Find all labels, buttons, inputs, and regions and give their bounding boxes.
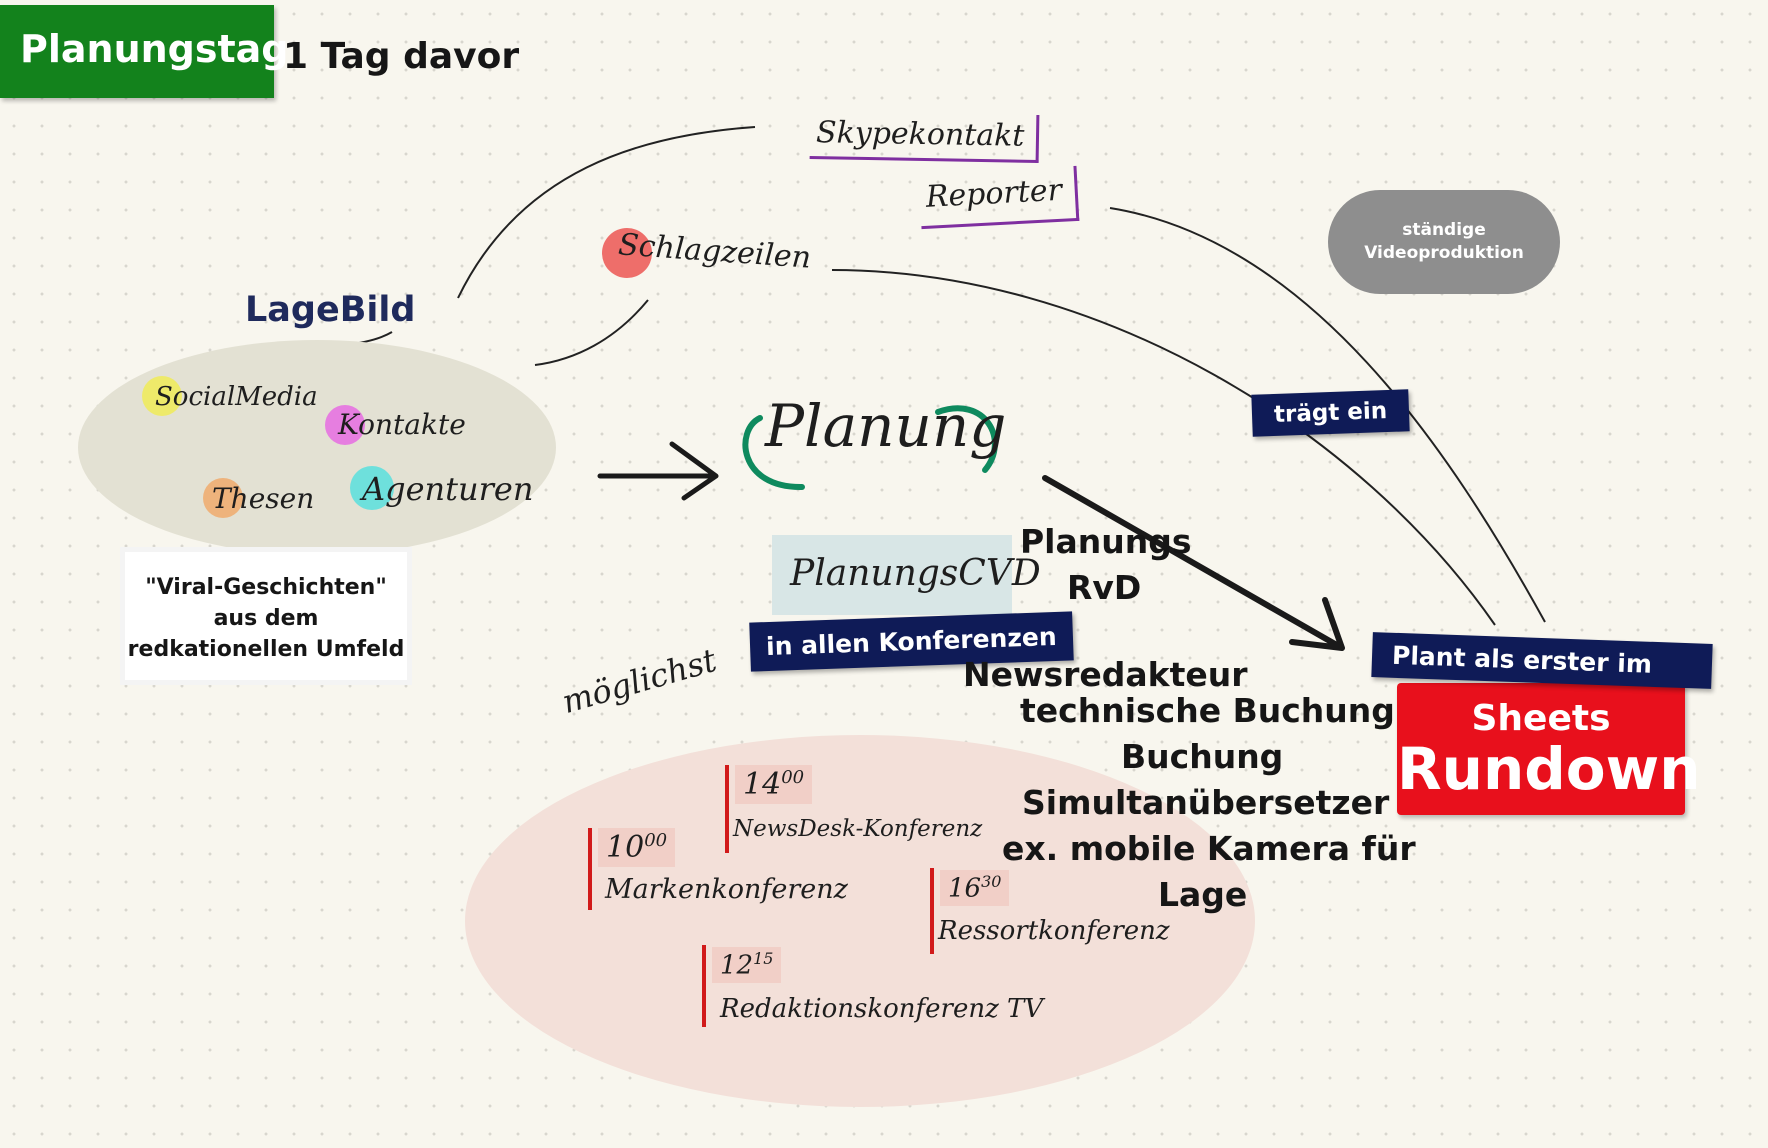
- thesen-label: Thesen: [212, 482, 315, 515]
- conference-time: 1000: [598, 828, 676, 867]
- curve-reporter-to-rundown: [1109, 207, 1546, 623]
- kontakte-dot: [325, 405, 365, 445]
- planungs-cvd-box: [772, 535, 1012, 615]
- subtitle: 1 Tag davor: [283, 36, 520, 77]
- viral-line-1: "Viral-Geschichten": [145, 575, 387, 600]
- lagebild-title: LageBild: [245, 290, 416, 330]
- thesen-dot: [203, 478, 243, 518]
- bracket-right: [935, 405, 998, 473]
- time-hours: 12: [720, 950, 754, 981]
- schlagzeilen-dot: [602, 228, 652, 278]
- conference-bar: [930, 868, 934, 954]
- curve-skype-to-lagebild: [457, 126, 756, 299]
- conference-time: 1400: [735, 765, 813, 804]
- arrow-lagebild-to-planung: [597, 441, 719, 501]
- konferenzen-area: [465, 735, 1255, 1107]
- task-simultanuebersetzer: Simultanübersetzer: [1022, 783, 1390, 822]
- skypekontakt-label: Skypekontakt: [815, 115, 1025, 154]
- reporter-box: Reporter: [918, 165, 1080, 230]
- task-newsredakteur: Newsredakteur: [963, 655, 1248, 694]
- conference-bar: [725, 765, 729, 853]
- time-minutes: 30: [981, 872, 1002, 891]
- viral-geschichten-box: "Viral-Geschichten" aus dem redkationell…: [120, 547, 412, 685]
- conference-time: 1630: [940, 870, 1010, 906]
- skypekontakt-box: Skypekontakt: [809, 111, 1040, 163]
- time-hours: 14: [743, 767, 782, 802]
- conference-time: 1215: [712, 947, 782, 983]
- conference-label: NewsDesk-Konferenz: [733, 816, 983, 842]
- socialmedia-label: SocialMedia: [155, 382, 318, 412]
- videoproduktion-pill: ständige Videoproduktion: [1328, 190, 1560, 294]
- sheets-rundown-box: Sheets Rundown: [1397, 683, 1701, 815]
- time-minutes: 15: [753, 949, 774, 968]
- agenturen-dot: [350, 466, 394, 510]
- bracket-left: [742, 415, 805, 491]
- time-hours: 10: [606, 830, 645, 865]
- conference-bar: [702, 945, 706, 1027]
- sheets-label: Sheets: [1471, 698, 1611, 739]
- socialmedia-dot: [142, 376, 182, 416]
- rvd-label: RvD: [1067, 568, 1142, 607]
- conference-label: Ressortkonferenz: [938, 916, 1170, 946]
- planung-label: Planung: [765, 392, 1007, 460]
- conference-label: Markenkonferenz: [605, 874, 848, 905]
- curve-schlagzeilen-to-lagebild: [534, 299, 649, 366]
- task-buchung: Buchung: [1121, 737, 1284, 776]
- reporter-label: Reporter: [924, 172, 1063, 215]
- conference-label: Redaktionskonferenz TV: [720, 994, 1044, 1024]
- viral-line-2: aus dem: [213, 606, 319, 631]
- time-minutes: 00: [781, 767, 805, 788]
- lagebild-area: [78, 340, 556, 555]
- planungstag-title-tab: Planungstag: [0, 5, 289, 98]
- agenturen-label: Agenturen: [362, 470, 534, 508]
- time-minutes: 00: [644, 830, 668, 851]
- task-mobile-kamera: ex. mobile Kamera für: [1002, 829, 1416, 868]
- arrow-planung-to-rundown: [1042, 475, 1345, 651]
- videoproduktion-line-1: ständige: [1402, 220, 1486, 240]
- kontakte-label: Kontakte: [338, 408, 466, 441]
- conference-bar: [588, 828, 592, 910]
- time-hours: 16: [948, 873, 982, 904]
- curve-schlagzeilen-to-rundown: [831, 269, 1496, 626]
- task-technische-buchung: technische Buchung: [1020, 691, 1395, 730]
- videoproduktion-line-2: Videoproduktion: [1364, 243, 1524, 263]
- rundown-label: Rundown: [1397, 735, 1701, 803]
- traegt-ein-tag: trägt ein: [1251, 389, 1410, 437]
- planungs-label: Planungs: [1020, 522, 1192, 561]
- planungs-cvd-label: PlanungsCVD: [790, 553, 1041, 594]
- task-lage: Lage: [1158, 875, 1248, 914]
- viral-line-3: redkationellen Umfeld: [127, 637, 405, 662]
